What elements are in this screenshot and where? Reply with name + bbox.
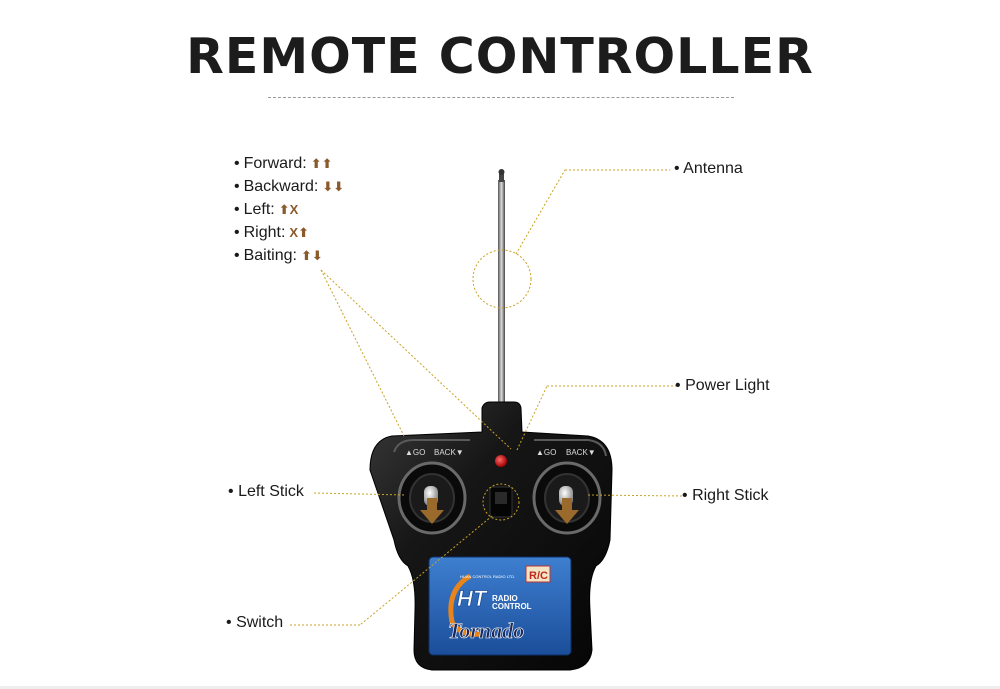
legend-item-baiting: •Baiting:⬆⬇ — [234, 247, 323, 264]
decal-rc-badge: R/C — [529, 570, 548, 582]
callout-antenna: • Antenna — [674, 160, 743, 177]
decal-radio: RADIO — [492, 594, 518, 603]
left-go-label: ▲GO — [405, 448, 425, 457]
decal-control: CONTROL — [492, 602, 532, 611]
callout-right-stick: • Right Stick — [682, 487, 769, 504]
right-back-label: BACK▼ — [566, 448, 596, 457]
arrow-icon: ⬆X — [278, 202, 299, 217]
power-switch[interactable] — [489, 486, 513, 518]
decal-brand: HT — [457, 586, 488, 611]
page-title: REMOTE CONTROLLER — [186, 28, 814, 85]
title-divider — [268, 97, 734, 98]
right-go-label: ▲GO — [536, 448, 556, 457]
left-back-label: BACK▼ — [434, 448, 464, 457]
left-stick-arrow-icon — [420, 498, 444, 524]
callout-power-light: • Power Light — [675, 377, 770, 394]
legend-item-backward: •Backward:⬇⬇ — [234, 178, 345, 195]
arrow-icon: ⬇⬇ — [322, 179, 345, 194]
legend-item-right: •Right:X⬆ — [234, 224, 309, 241]
antenna-highlight — [472, 249, 532, 309]
legend-item-left: •Left:⬆X — [234, 201, 299, 218]
callout-left-stick: • Left Stick — [228, 483, 304, 500]
control-legend: •Forward:⬆⬆ •Backward:⬇⬇ •Left:⬆X •Right… — [234, 154, 344, 269]
brand-decal: HUAN CONTROL RADIO LTD. HT RADIO CONTROL… — [428, 556, 572, 656]
arrow-icon: ⬆⬇ — [300, 248, 323, 263]
arrow-icon: ⬆⬆ — [310, 156, 333, 171]
decal-model: Tornado — [448, 618, 524, 643]
callout-lines — [290, 169, 685, 626]
power-light — [495, 455, 507, 467]
arrow-icon: X⬆ — [289, 225, 309, 240]
bottom-divider — [0, 686, 1000, 689]
decal-small-print: HUAN CONTROL RADIO LTD. — [460, 574, 515, 579]
antenna — [498, 169, 505, 410]
callout-switch: • Switch — [226, 614, 284, 631]
legend-item-forward: •Forward:⬆⬆ — [234, 155, 333, 172]
switch-highlight — [482, 483, 520, 521]
right-stick-arrow-icon — [555, 498, 579, 524]
